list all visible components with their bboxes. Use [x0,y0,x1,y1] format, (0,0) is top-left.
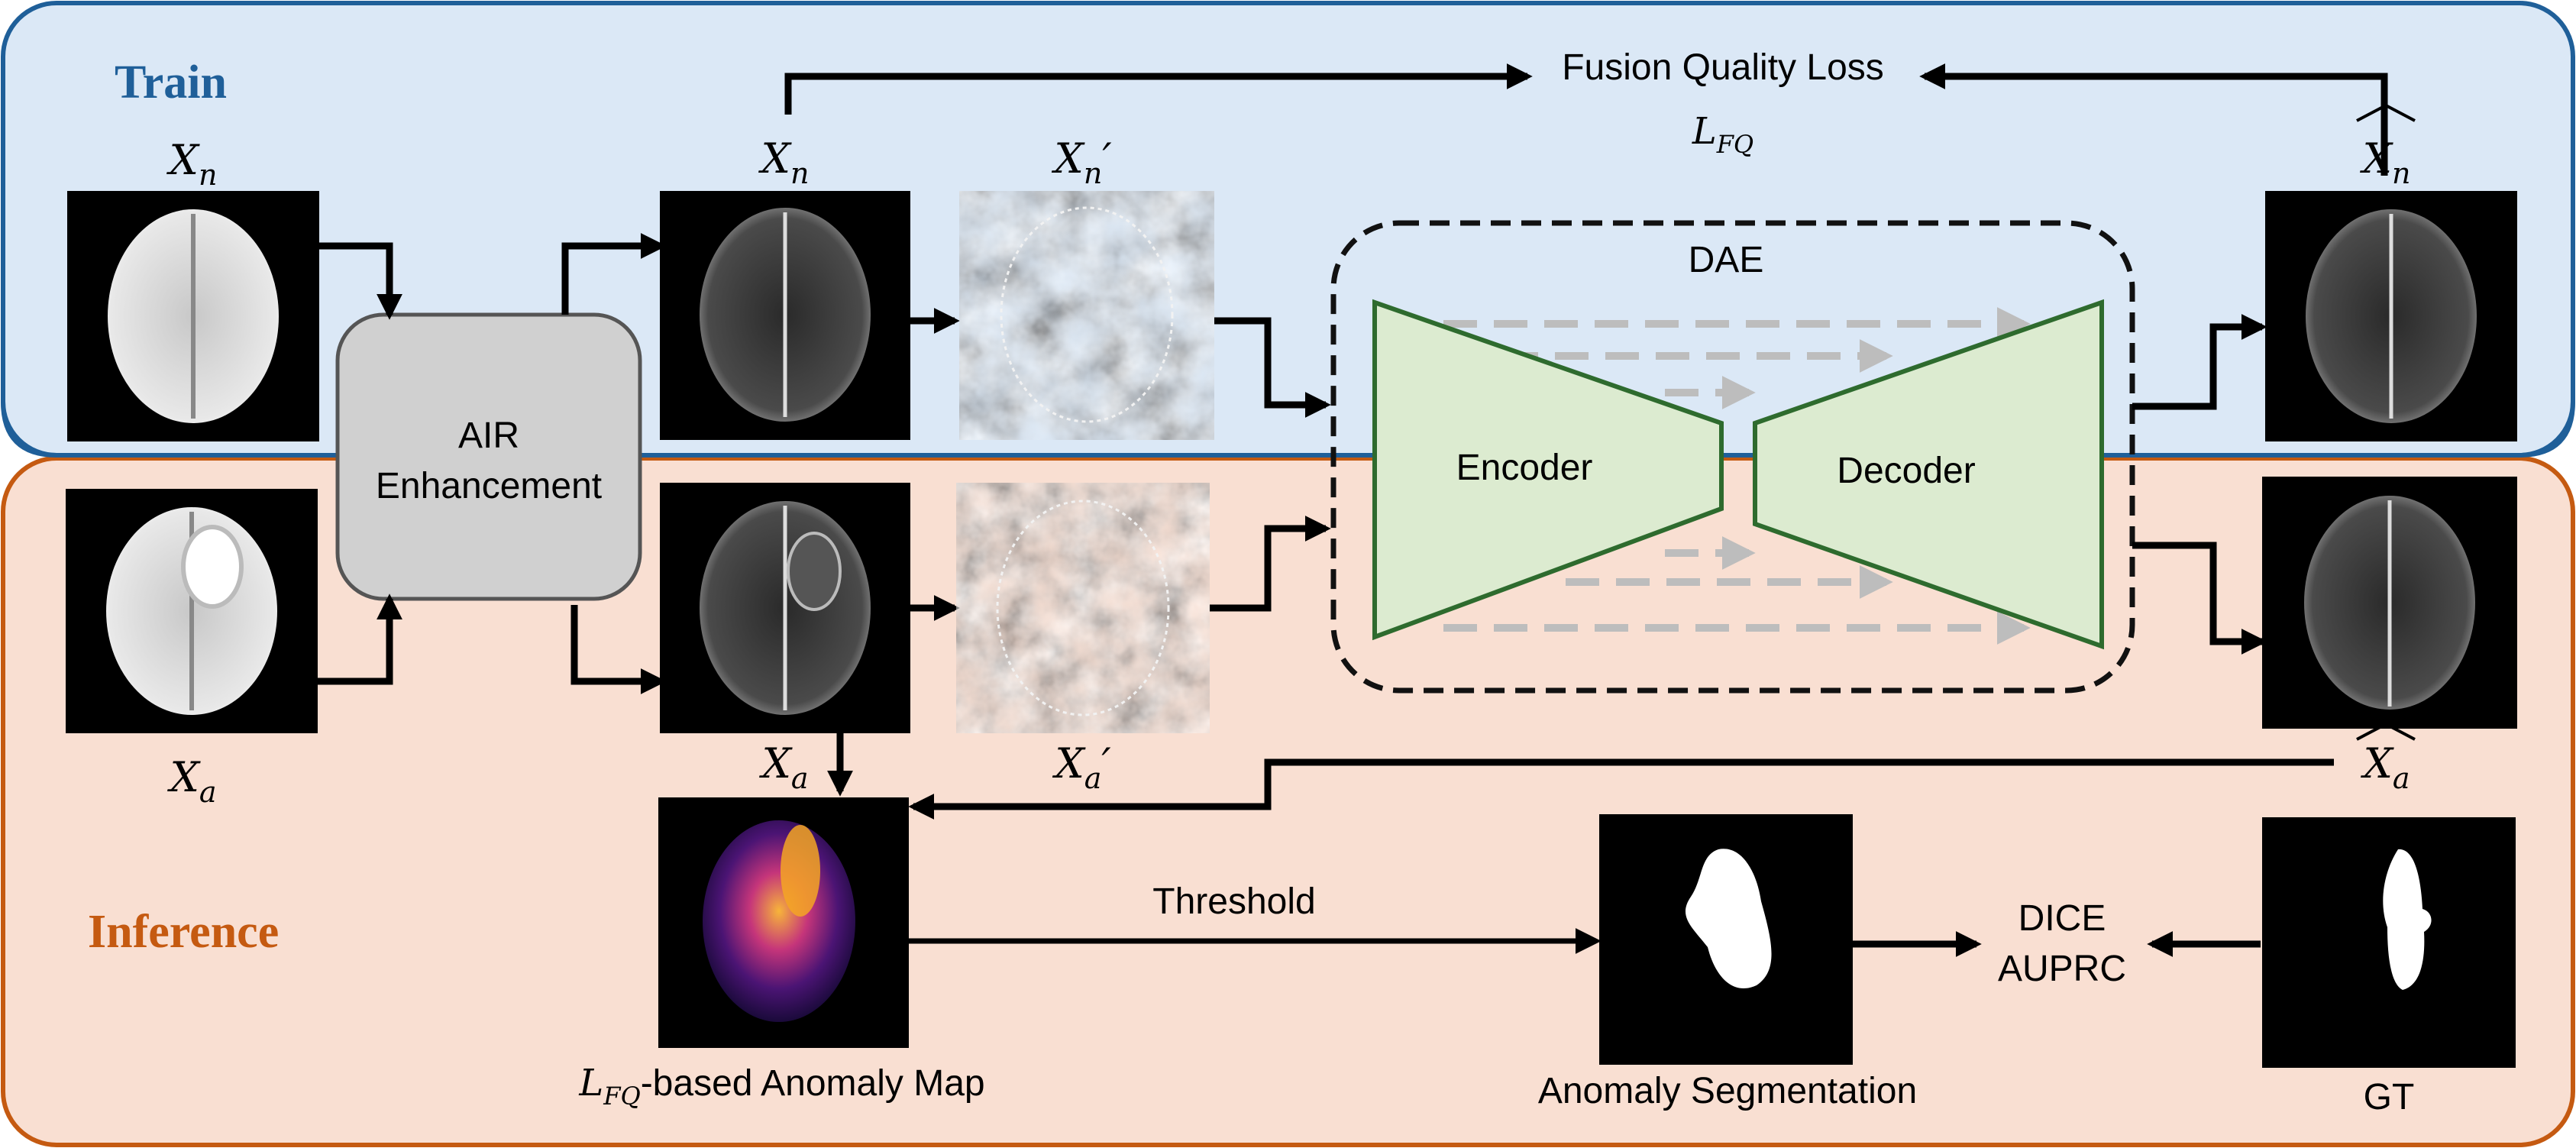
loss-arrow-left [784,63,1533,115]
noisy-normal-label: Xn′ [1051,134,1111,190]
air-label-line2: Enhancement [376,466,602,506]
enhanced-anomaly-label: Xa [758,739,808,795]
air-enhancement-block [335,312,642,601]
arrow-air-to-enh-normal [561,233,667,315]
hat-anomaly [2356,722,2416,741]
arrow-dae-to-recon-normal [2132,314,2267,410]
air-label-line1: AIR [458,416,519,456]
arrow-noisy-anomaly-to-dae [1210,516,1331,612]
encoder-block [1372,299,1724,641]
segmentation-image [1599,814,1853,1065]
skip-connections [1443,307,2031,645]
arrow-dae-to-recon-anomaly [2132,542,2267,655]
input-normal-label: Xn [166,136,218,192]
anomaly-map-image [658,797,909,1048]
noisy-normal-image [959,191,1214,440]
enhanced-anomaly-image [660,483,910,733]
loss-title: Fusion Quality Loss [1562,47,1884,88]
encoder-label: Encoder [1456,448,1593,488]
arrow-air-to-enh-anomaly [570,605,667,694]
enhanced-normal-image [660,191,910,440]
dae-block [1330,220,2135,694]
arrow-xn-to-air [319,242,402,320]
inference-label: Inference [88,906,279,958]
noisy-anomaly-label: Xa′ [1052,739,1110,795]
arrow-recon-to-map [908,758,2334,820]
noisy-anomaly-image [956,483,1210,733]
reconstruction-normal-image [2265,191,2517,441]
input-normal-image [67,191,319,441]
input-anomaly-label: Xa [166,753,216,809]
segmentation-label: Anomaly Segmentation [1538,1071,1917,1111]
reconstruction-anomaly-image [2262,477,2517,729]
arrow-noisy-normal-to-dae [1214,317,1331,418]
input-anomaly-image [66,489,318,733]
hat-normal [2356,103,2416,122]
arrow-xa-to-air [318,593,402,685]
threshold-label: Threshold [1152,881,1315,922]
metric-auprc: AUPRC [1998,949,2126,989]
reconstruction-anomaly-label: Xa [2360,739,2410,795]
ground-truth-image [2262,817,2516,1068]
reconstruction-normal-label: Xn [2360,134,2411,190]
loss-arrow-right [1919,63,2388,176]
enhanced-normal-label: Xn [758,134,810,190]
decoder-label: Decoder [1837,451,1975,491]
anomaly-map-label: LFQ-based Anomaly Map [578,1062,984,1111]
dae-label: DAE [1689,240,1764,280]
gt-label: GT [2364,1077,2415,1117]
train-label: Train [115,57,227,108]
loss-symbol: LFQ [1692,110,1753,159]
metric-dice: DICE [2018,898,2106,939]
decoder-block [1753,299,2104,650]
